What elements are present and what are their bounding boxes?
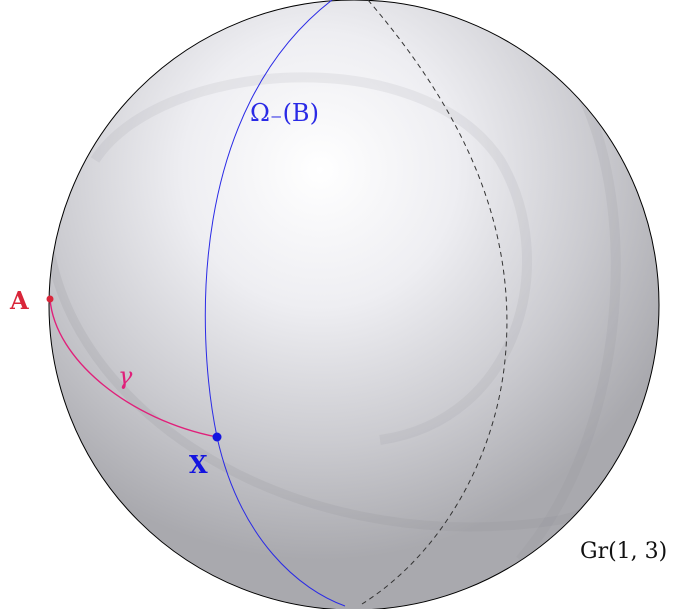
point-x-label: X bbox=[189, 450, 208, 479]
omega-curve bbox=[204, 0, 346, 607]
band-inner bbox=[90, 72, 532, 445]
gamma-curve bbox=[49, 298, 218, 438]
gamma-label: γ bbox=[118, 362, 133, 390]
sphere-outline bbox=[48, 0, 660, 609]
omega-label: Ω₋(B) bbox=[250, 99, 319, 127]
point-a-label: A bbox=[9, 286, 29, 315]
grassmannian-label: Gr(1, 3) bbox=[580, 539, 667, 564]
omega-hidden-curve bbox=[361, 0, 508, 605]
point-a bbox=[46, 295, 54, 303]
sphere bbox=[49, 0, 659, 609]
point-x bbox=[212, 432, 222, 442]
